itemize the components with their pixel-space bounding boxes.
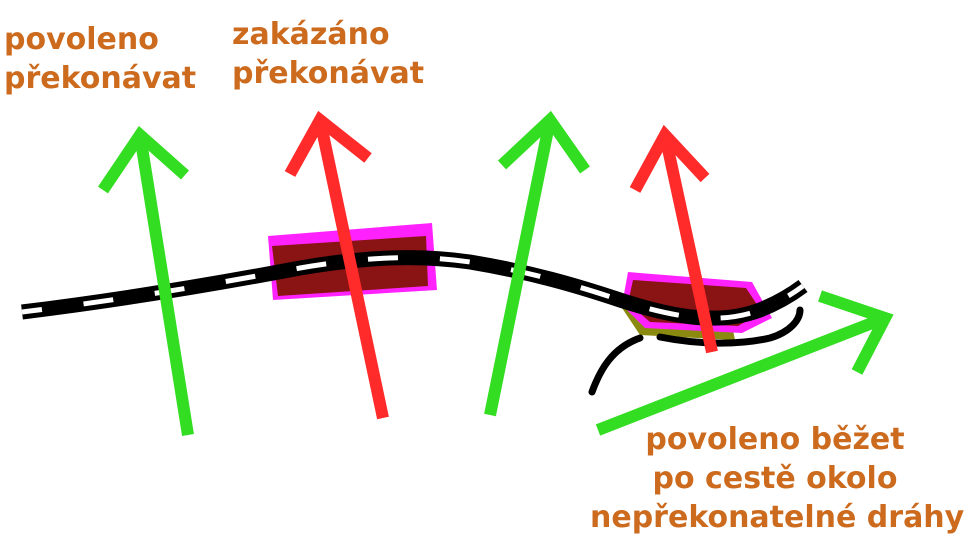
label-line: zakázáno bbox=[232, 17, 390, 52]
bypass-path bbox=[588, 306, 804, 396]
arrow-shaft bbox=[595, 312, 888, 436]
green-arrow-icon bbox=[98, 125, 194, 436]
label-line: po cestě okolo bbox=[652, 461, 898, 496]
arrow-head bbox=[629, 124, 710, 193]
bypass-line-outer bbox=[588, 334, 644, 396]
arrow-head bbox=[98, 125, 189, 194]
arrow-head bbox=[818, 290, 894, 375]
label-line: nepřekonatelné dráhy bbox=[590, 500, 965, 535]
arrow-shaft bbox=[134, 134, 194, 436]
label-line: překonávat bbox=[4, 61, 197, 96]
arrow-shaft bbox=[314, 118, 389, 420]
track-dashes bbox=[21, 255, 805, 321]
label-forbidden-crossing: zakázáno překonávat bbox=[232, 15, 424, 93]
label-line: překonávat bbox=[232, 56, 425, 91]
label-line: povoleno běžet bbox=[645, 422, 905, 457]
label-allowed-crossing: povoleno překonávat bbox=[4, 20, 196, 98]
green-arrow-icon bbox=[595, 290, 894, 436]
red-arrow-icon bbox=[629, 124, 718, 354]
label-run-around: povoleno běžet po cestě okolo nepřekonat… bbox=[590, 420, 965, 537]
arrow-head bbox=[497, 110, 590, 174]
green-arrow-icon bbox=[484, 110, 590, 417]
label-line: povoleno bbox=[4, 22, 159, 57]
track bbox=[21, 250, 808, 326]
red-arrow-icon bbox=[284, 110, 389, 420]
bypass-line-inner bbox=[656, 306, 804, 347]
arrow-shaft bbox=[659, 133, 718, 354]
arrow-head bbox=[284, 110, 372, 177]
arrow-shaft bbox=[484, 118, 556, 417]
